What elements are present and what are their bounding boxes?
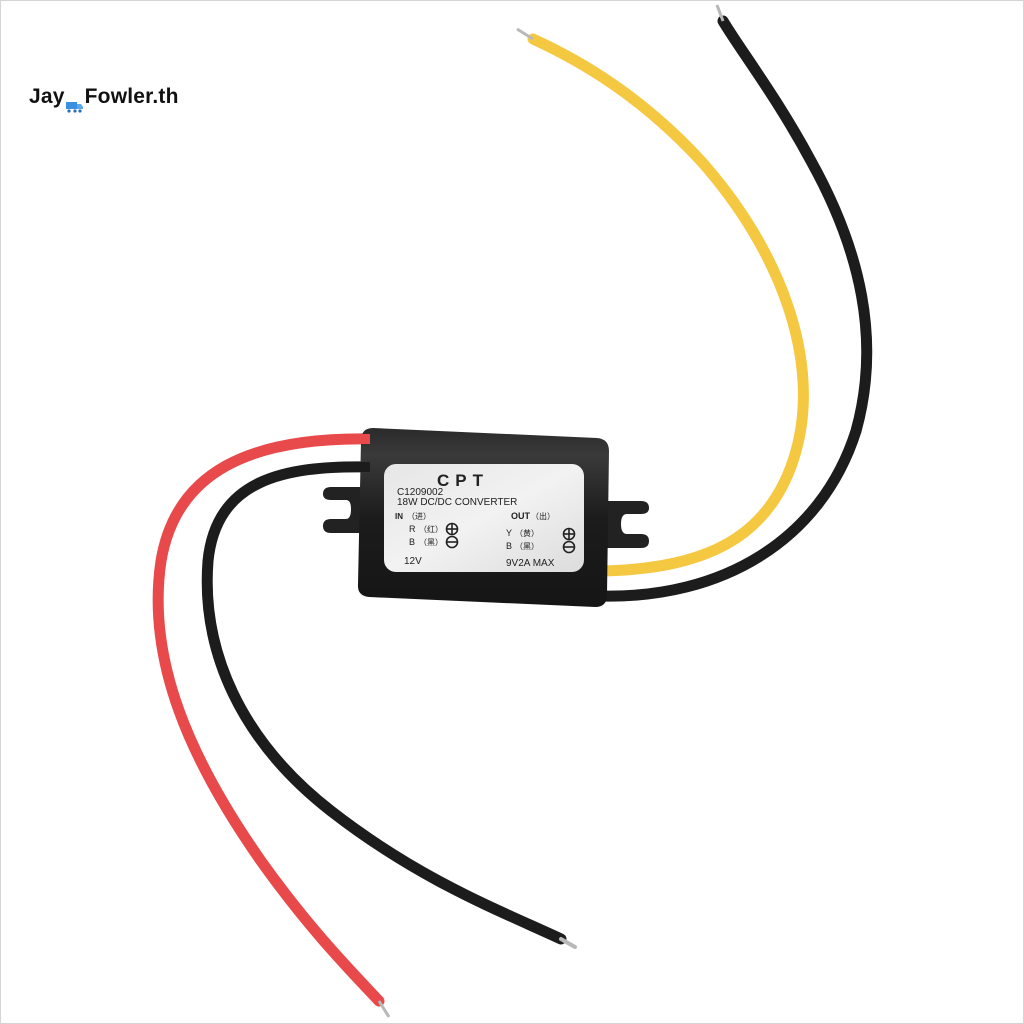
output-negative-cn: （黑） [515,542,539,551]
watermark-text-left: Jay [29,85,65,108]
input-negative-cn: （黑） [419,538,443,547]
model-text: C1209002 [397,487,444,498]
output-heading-cn: （出） [531,511,555,521]
input-voltage: 12V [404,556,422,567]
output-rating: 9V2A MAX [506,558,555,569]
output-positive-label: Y [506,528,512,538]
input-heading: IN [395,512,403,521]
product-label: CPT C1209002 18W DC/DC CONVERTER IN （进） … [384,464,584,572]
plus-minus-icon-input [445,522,459,549]
output-negative-label: B [506,541,512,551]
watermark-text-right: Fowler.th [84,85,179,108]
red-wire-stub [356,434,370,444]
input-positive-cn: （红） [419,524,443,534]
black-input-wire [201,461,577,949]
input-negative-label: B [409,537,415,547]
input-heading-cn: （进） [407,512,431,521]
output-heading: OUT [511,511,531,521]
input-positive-label: R [409,524,416,534]
mounting-tab-left [323,487,363,533]
black-output-wire [595,4,873,602]
truck-icon [65,95,84,113]
yellow-wire [516,27,809,577]
plus-minus-icon-output [562,527,576,554]
mounting-tab-right [605,501,649,548]
watermark: Jay Fowler.th [29,85,179,113]
output-positive-cn: （黄） [515,528,539,538]
brand-text: CPT [437,471,489,490]
description-text: 18W DC/DC CONVERTER [397,497,517,508]
red-wire [152,433,391,1018]
black-wire-stub [356,462,370,472]
